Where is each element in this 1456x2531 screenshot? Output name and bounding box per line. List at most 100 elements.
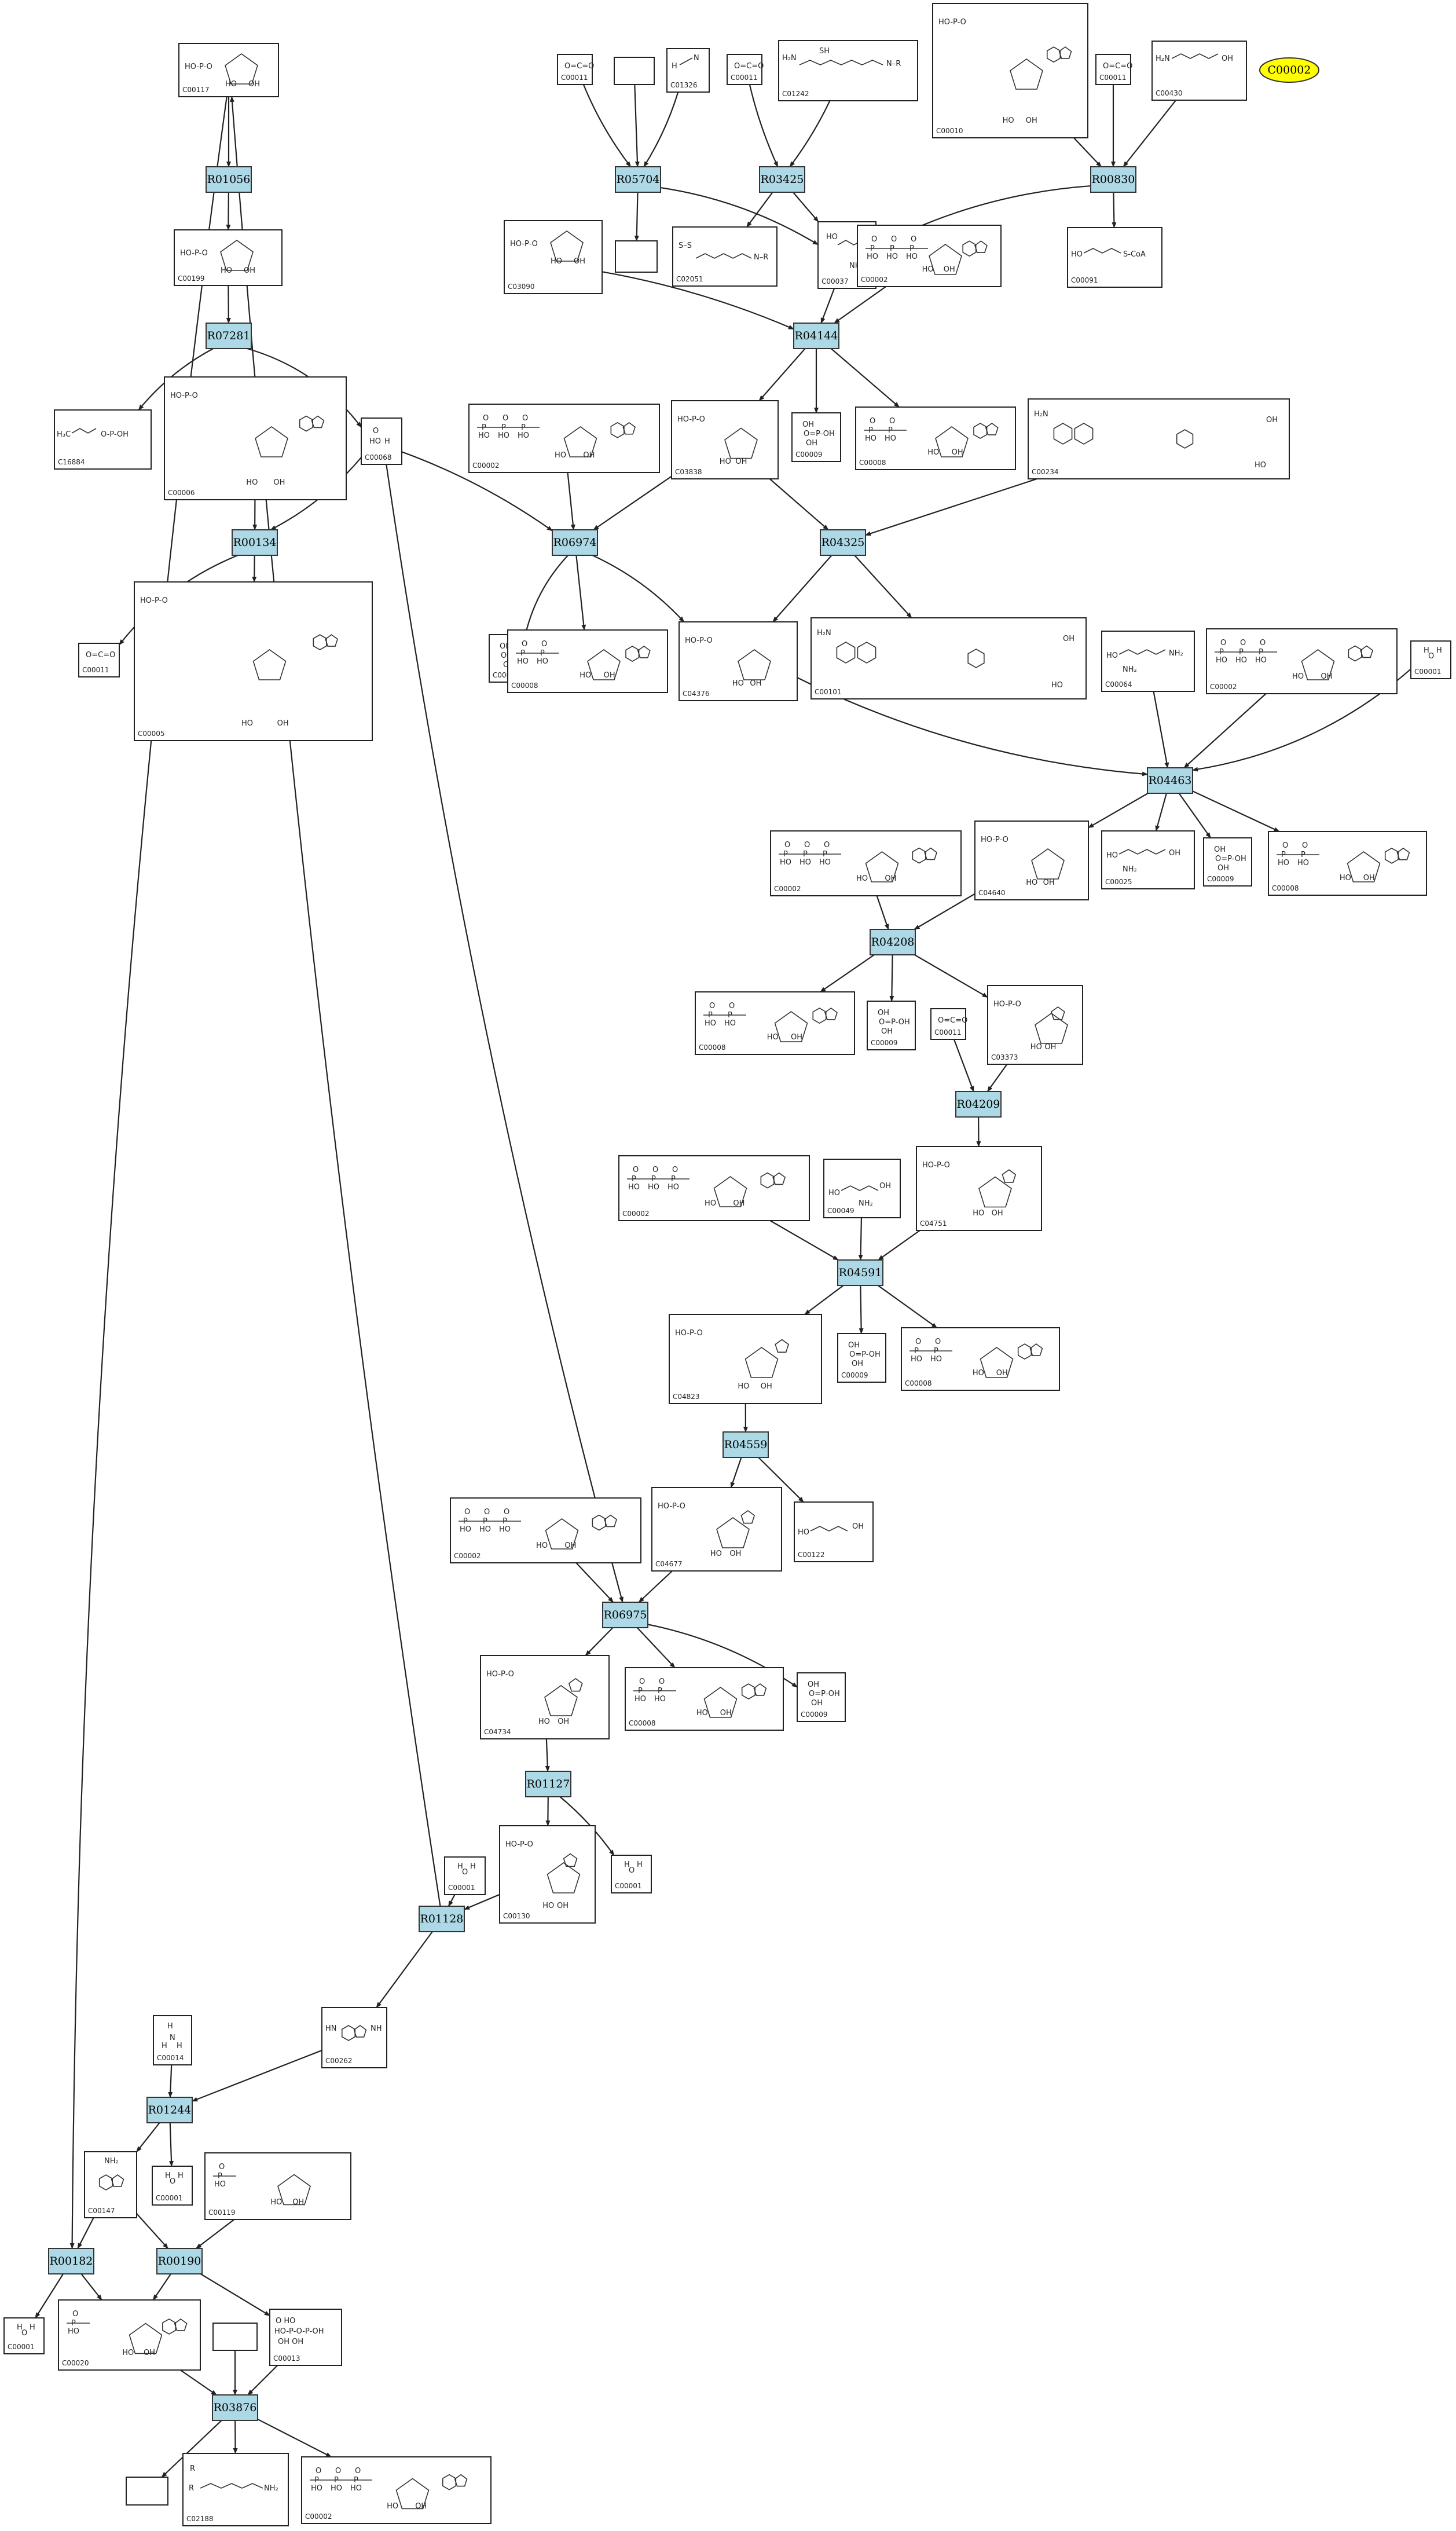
compound-node[interactable] [614, 57, 655, 85]
reaction-node[interactable]: R00134 [232, 529, 278, 556]
compound-node[interactable] [615, 240, 658, 273]
compound-node[interactable] [126, 2477, 168, 2506]
reaction-node[interactable]: R04208 [870, 929, 916, 955]
reaction-node[interactable]: R04559 [723, 1431, 769, 1458]
reaction-node[interactable]: R00182 [48, 2248, 94, 2274]
pathway-edge [545, 1738, 550, 1772]
reaction-node[interactable]: R00190 [156, 2248, 203, 2274]
reaction-node[interactable]: R00830 [1090, 166, 1136, 193]
reaction-node[interactable]: R01056 [206, 166, 252, 193]
reaction-node[interactable]: R06974 [552, 529, 598, 556]
reaction-node[interactable]: R01127 [525, 1771, 571, 1797]
pathway-edge [858, 1217, 863, 1261]
compound-node[interactable] [212, 2323, 258, 2351]
reaction-node[interactable]: R04325 [820, 529, 866, 556]
reaction-label: R06974 [553, 536, 597, 549]
target-compound[interactable]: C00002 [1259, 57, 1319, 83]
compound-box [153, 2015, 192, 2065]
reaction-node[interactable]: R01128 [419, 1906, 465, 1932]
svg-text:S–S: S–S [679, 241, 692, 250]
reaction-node[interactable]: R04209 [955, 1091, 1002, 1118]
reaction-node[interactable]: R03876 [212, 2394, 258, 2421]
reaction-node[interactable]: R04591 [837, 1259, 883, 1286]
pathway-edge [660, 187, 819, 246]
reaction-node[interactable]: R03425 [759, 166, 805, 193]
reaction-node[interactable]: R04463 [1147, 767, 1193, 794]
reaction-node[interactable]: R05704 [615, 166, 661, 193]
svg-text:O=C=O: O=C=O [938, 1016, 967, 1025]
compound-box [797, 1672, 846, 1722]
svg-text:OH: OH [277, 719, 289, 728]
svg-text:HO: HO [826, 233, 838, 241]
reaction-node[interactable]: R04144 [793, 323, 839, 349]
svg-text:OH: OH [248, 80, 260, 89]
reaction-node[interactable]: R06975 [602, 1602, 648, 1628]
reaction-node[interactable]: R01244 [146, 2097, 193, 2123]
reaction-node[interactable]: R07281 [206, 323, 252, 349]
